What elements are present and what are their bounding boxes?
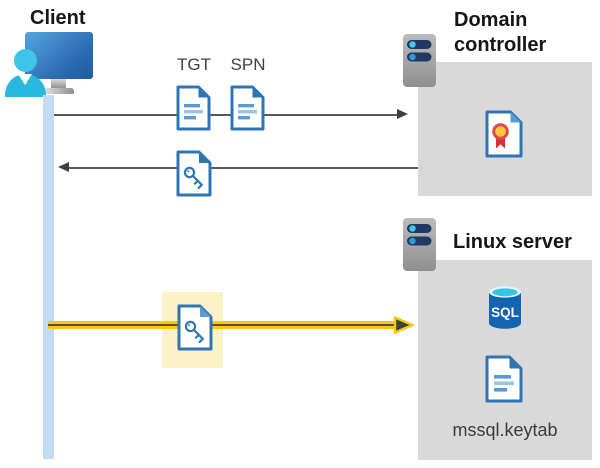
domain-controller-label: Domain controller: [454, 9, 547, 56]
user-icon-collar: [18, 74, 32, 85]
spn-document-icon: [230, 85, 265, 131]
client-lifeline: [43, 95, 54, 459]
tgt-document-icon: [176, 85, 211, 131]
tgt-label: TGT: [177, 55, 211, 74]
key-ticket-icon-highlighted: [177, 304, 213, 351]
sql-database-icon: SQL: [489, 286, 521, 329]
request-arrow-line: [54, 114, 399, 116]
sql-label: SQL: [491, 305, 519, 320]
monitor-stand: [51, 79, 66, 89]
certificate-icon: [485, 110, 523, 158]
key-ticket-icon: [176, 150, 212, 197]
keytab-document-icon: [485, 355, 523, 403]
user-icon: [14, 49, 37, 72]
keytab-label: mssql.keytab: [452, 420, 558, 440]
request-arrow-head-icon: [397, 109, 408, 119]
monitor-stand-base: [44, 88, 74, 94]
domain-controller-server-icon: [403, 34, 436, 87]
response-arrow-head-icon: [58, 162, 69, 172]
spn-label: SPN: [230, 55, 266, 74]
response-arrow-line: [68, 167, 418, 169]
linux-server-icon: [403, 218, 436, 271]
client-monitor-icon: [25, 32, 93, 79]
auth-arrow: [48, 316, 414, 334]
client-label: Client: [30, 7, 86, 29]
user-icon-body: [5, 74, 46, 97]
linux-server-label: Linux server: [453, 231, 572, 253]
